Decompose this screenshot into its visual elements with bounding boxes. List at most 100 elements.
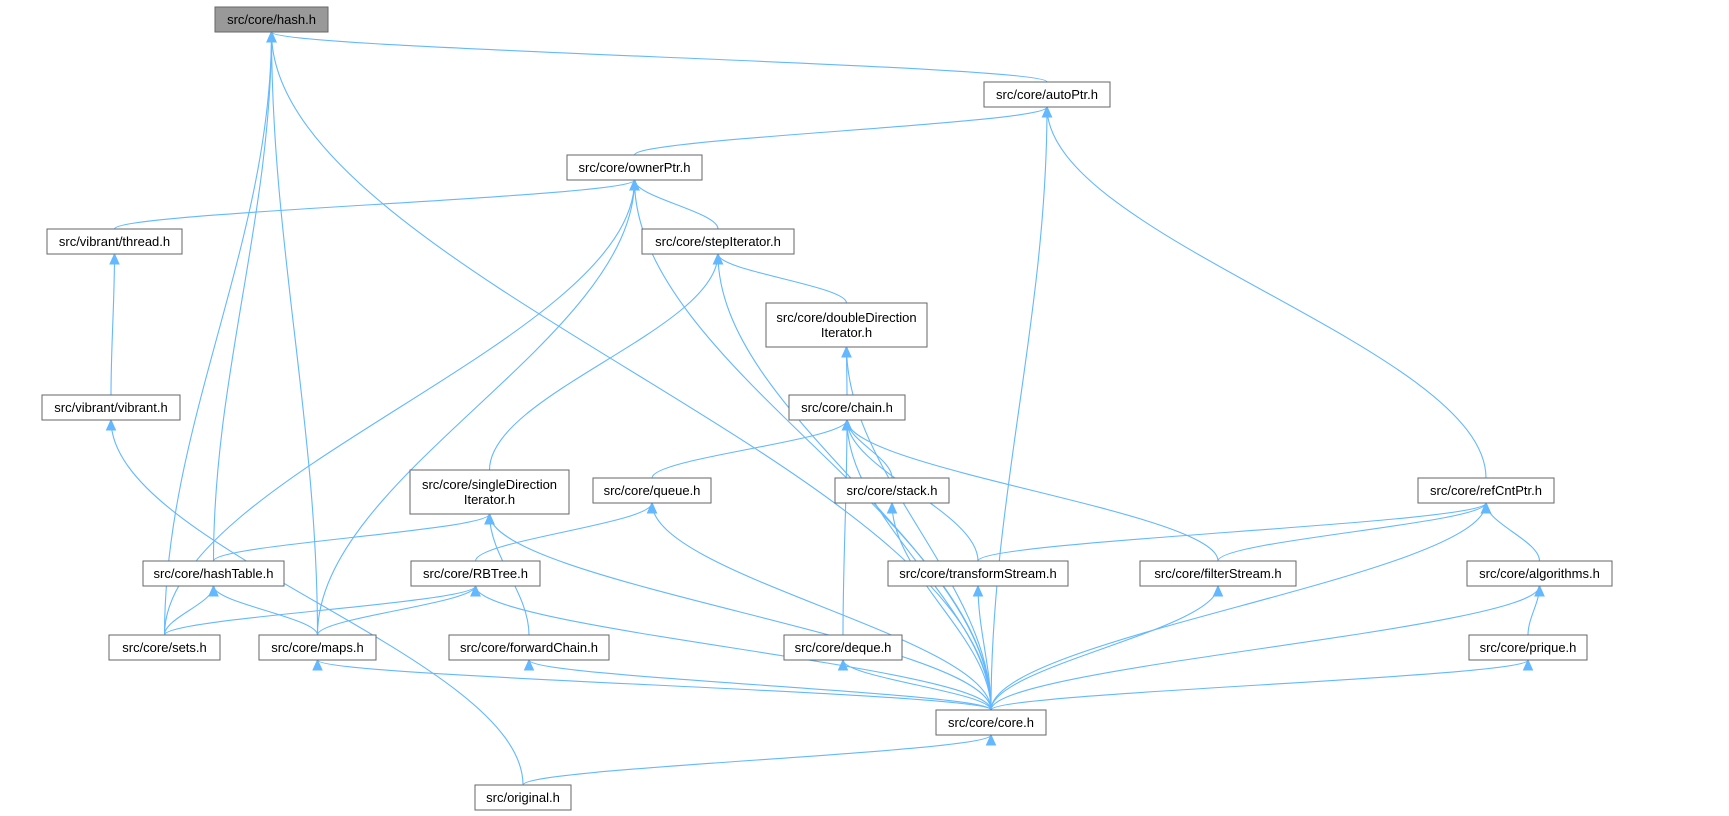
edge-ownerPtr-to-autoPtr xyxy=(633,106,1048,156)
node-core[interactable]: src/core/core.h xyxy=(935,709,1047,736)
node-label-forwardChain: src/core/forwardChain.h xyxy=(460,640,598,655)
node-box-chain[interactable] xyxy=(788,394,906,421)
node-box-refCntPtr[interactable] xyxy=(1417,477,1555,504)
node-stack[interactable]: src/core/stack.h xyxy=(834,477,950,504)
node-box-algorithms[interactable] xyxy=(1466,560,1613,587)
node-label-chain: src/core/chain.h xyxy=(801,400,893,415)
edge-singleDirection-to-stepIterator xyxy=(488,253,719,471)
node-box-maps[interactable] xyxy=(258,634,377,661)
node-label-thread: src/vibrant/thread.h xyxy=(59,234,170,249)
node-queue[interactable]: src/core/queue.h xyxy=(592,477,712,504)
arrowhead-core-to-algorithms xyxy=(1534,584,1545,597)
node-filterStream[interactable]: src/core/filterStream.h xyxy=(1139,560,1297,587)
node-autoPtr[interactable]: src/core/autoPtr.h xyxy=(983,81,1111,108)
edge-autoPtr-to-hash xyxy=(270,31,1048,83)
node-label-stack: src/core/stack.h xyxy=(846,483,937,498)
edge-core-to-forwardChain xyxy=(528,659,992,711)
node-box-hashTable[interactable] xyxy=(142,560,285,587)
edge-filterStream-to-refCntPtr xyxy=(1217,502,1487,562)
arrowhead-core-to-filterStream xyxy=(1212,584,1224,597)
node-forwardChain[interactable]: src/core/forwardChain.h xyxy=(448,634,610,661)
node-box-stack[interactable] xyxy=(834,477,950,504)
node-label-queue: src/core/queue.h xyxy=(604,483,701,498)
node-box-original[interactable] xyxy=(474,784,572,811)
nodes-layer: src/core/hash.h src/core/autoPtr.h src/cor… xyxy=(41,6,1613,811)
arrowhead-core-to-stack xyxy=(886,501,898,514)
edge-core-to-refCntPtr xyxy=(990,502,1487,711)
node-box-core[interactable] xyxy=(935,709,1047,736)
edge-refCntPtr-to-autoPtr xyxy=(1046,106,1487,479)
node-label-deque: src/core/deque.h xyxy=(795,640,892,655)
node-box-queue[interactable] xyxy=(592,477,712,504)
edge-queue-to-chain xyxy=(651,419,848,479)
edge-core-to-algorithms xyxy=(990,585,1541,711)
node-box-forwardChain[interactable] xyxy=(448,634,610,661)
node-original[interactable]: src/original.h xyxy=(474,784,572,811)
edge-core-to-prique xyxy=(990,659,1529,711)
node-label-hash: src/core/hash.h xyxy=(227,12,316,27)
node-label-original: src/original.h xyxy=(486,790,560,805)
node-box-autoPtr[interactable] xyxy=(983,81,1111,108)
node-box-stepIterator[interactable] xyxy=(641,228,795,255)
edge-stepIterator-to-ownerPtr xyxy=(633,179,719,230)
node-RBTree[interactable]: src/core/RBTree.h xyxy=(410,560,541,587)
node-box-thread[interactable] xyxy=(46,228,183,255)
node-refCntPtr[interactable]: src/core/refCntPtr.h xyxy=(1417,477,1555,504)
arrowhead-core-to-ownerPtr xyxy=(629,178,640,191)
arrowhead-maps-to-hashTable xyxy=(208,584,219,597)
arrowhead-core-to-queue xyxy=(646,501,658,514)
node-maps[interactable]: src/core/maps.h xyxy=(258,634,377,661)
node-box-filterStream[interactable] xyxy=(1139,560,1297,587)
node-prique[interactable]: src/core/prique.h xyxy=(1468,634,1588,661)
node-label-ownerPtr: src/core/ownerPtr.h xyxy=(579,160,691,175)
node-ownerPtr[interactable]: src/core/ownerPtr.h xyxy=(566,154,703,181)
node-box-doubleDirection[interactable] xyxy=(765,302,928,348)
node-stepIterator[interactable]: src/core/stepIterator.h xyxy=(641,228,795,255)
node-label-maps: src/core/maps.h xyxy=(271,640,363,655)
edge-deque-to-chain xyxy=(842,419,848,636)
edge-sets-to-hashTable xyxy=(163,585,215,636)
node-label-algorithms: src/core/algorithms.h xyxy=(1479,566,1600,581)
node-chain[interactable]: src/core/chain.h xyxy=(788,394,906,421)
node-label-RBTree: src/core/RBTree.h xyxy=(423,566,528,581)
node-box-hash[interactable] xyxy=(214,6,329,33)
arrowhead-vibrant-to-thread xyxy=(109,252,120,265)
node-transformStream[interactable]: src/core/transformStream.h xyxy=(887,560,1069,587)
node-algorithms[interactable]: src/core/algorithms.h xyxy=(1466,560,1613,587)
arrowhead-original-to-core xyxy=(985,733,997,746)
edge-transformStream-to-refCntPtr xyxy=(977,502,1487,562)
edge-RBTree-to-queue xyxy=(474,502,653,562)
node-label-filterStream: src/core/filterStream.h xyxy=(1154,566,1281,581)
edge-sets-to-RBTree xyxy=(163,585,477,636)
arrowhead-core-to-RBTree xyxy=(470,584,481,597)
edge-thread-to-ownerPtr xyxy=(113,179,636,230)
edge-maps-to-ownerPtr xyxy=(316,179,636,636)
node-label-vibrant: src/vibrant/vibrant.h xyxy=(54,400,167,415)
node-box-deque[interactable] xyxy=(783,634,903,661)
edge-filterStream-to-chain xyxy=(846,419,1219,562)
node-box-RBTree[interactable] xyxy=(410,560,541,587)
arrowhead-core-to-forwardChain xyxy=(523,658,535,671)
node-sets[interactable]: src/core/sets.h xyxy=(108,634,221,661)
node-box-singleDirection[interactable] xyxy=(409,469,570,515)
node-box-ownerPtr[interactable] xyxy=(566,154,703,181)
edge-maps-to-hashTable xyxy=(212,585,319,636)
edge-core-to-stack xyxy=(891,502,992,711)
node-label-core: src/core/core.h xyxy=(948,715,1034,730)
node-box-transformStream[interactable] xyxy=(887,560,1069,587)
node-label-transformStream: src/core/transformStream.h xyxy=(899,566,1057,581)
node-box-prique[interactable] xyxy=(1468,634,1588,661)
node-hashTable[interactable]: src/core/hashTable.h xyxy=(142,560,285,587)
edge-core-to-transformStream xyxy=(977,585,992,711)
node-box-vibrant[interactable] xyxy=(41,394,181,421)
edge-core-to-hash xyxy=(270,31,992,711)
node-hash[interactable]: src/core/hash.h xyxy=(214,6,329,33)
node-thread[interactable]: src/vibrant/thread.h xyxy=(46,228,183,255)
arrowhead-core-to-autoPtr xyxy=(1041,105,1053,118)
node-deque[interactable]: src/core/deque.h xyxy=(783,634,903,661)
node-vibrant[interactable]: src/vibrant/vibrant.h xyxy=(41,394,181,421)
node-box-sets[interactable] xyxy=(108,634,221,661)
